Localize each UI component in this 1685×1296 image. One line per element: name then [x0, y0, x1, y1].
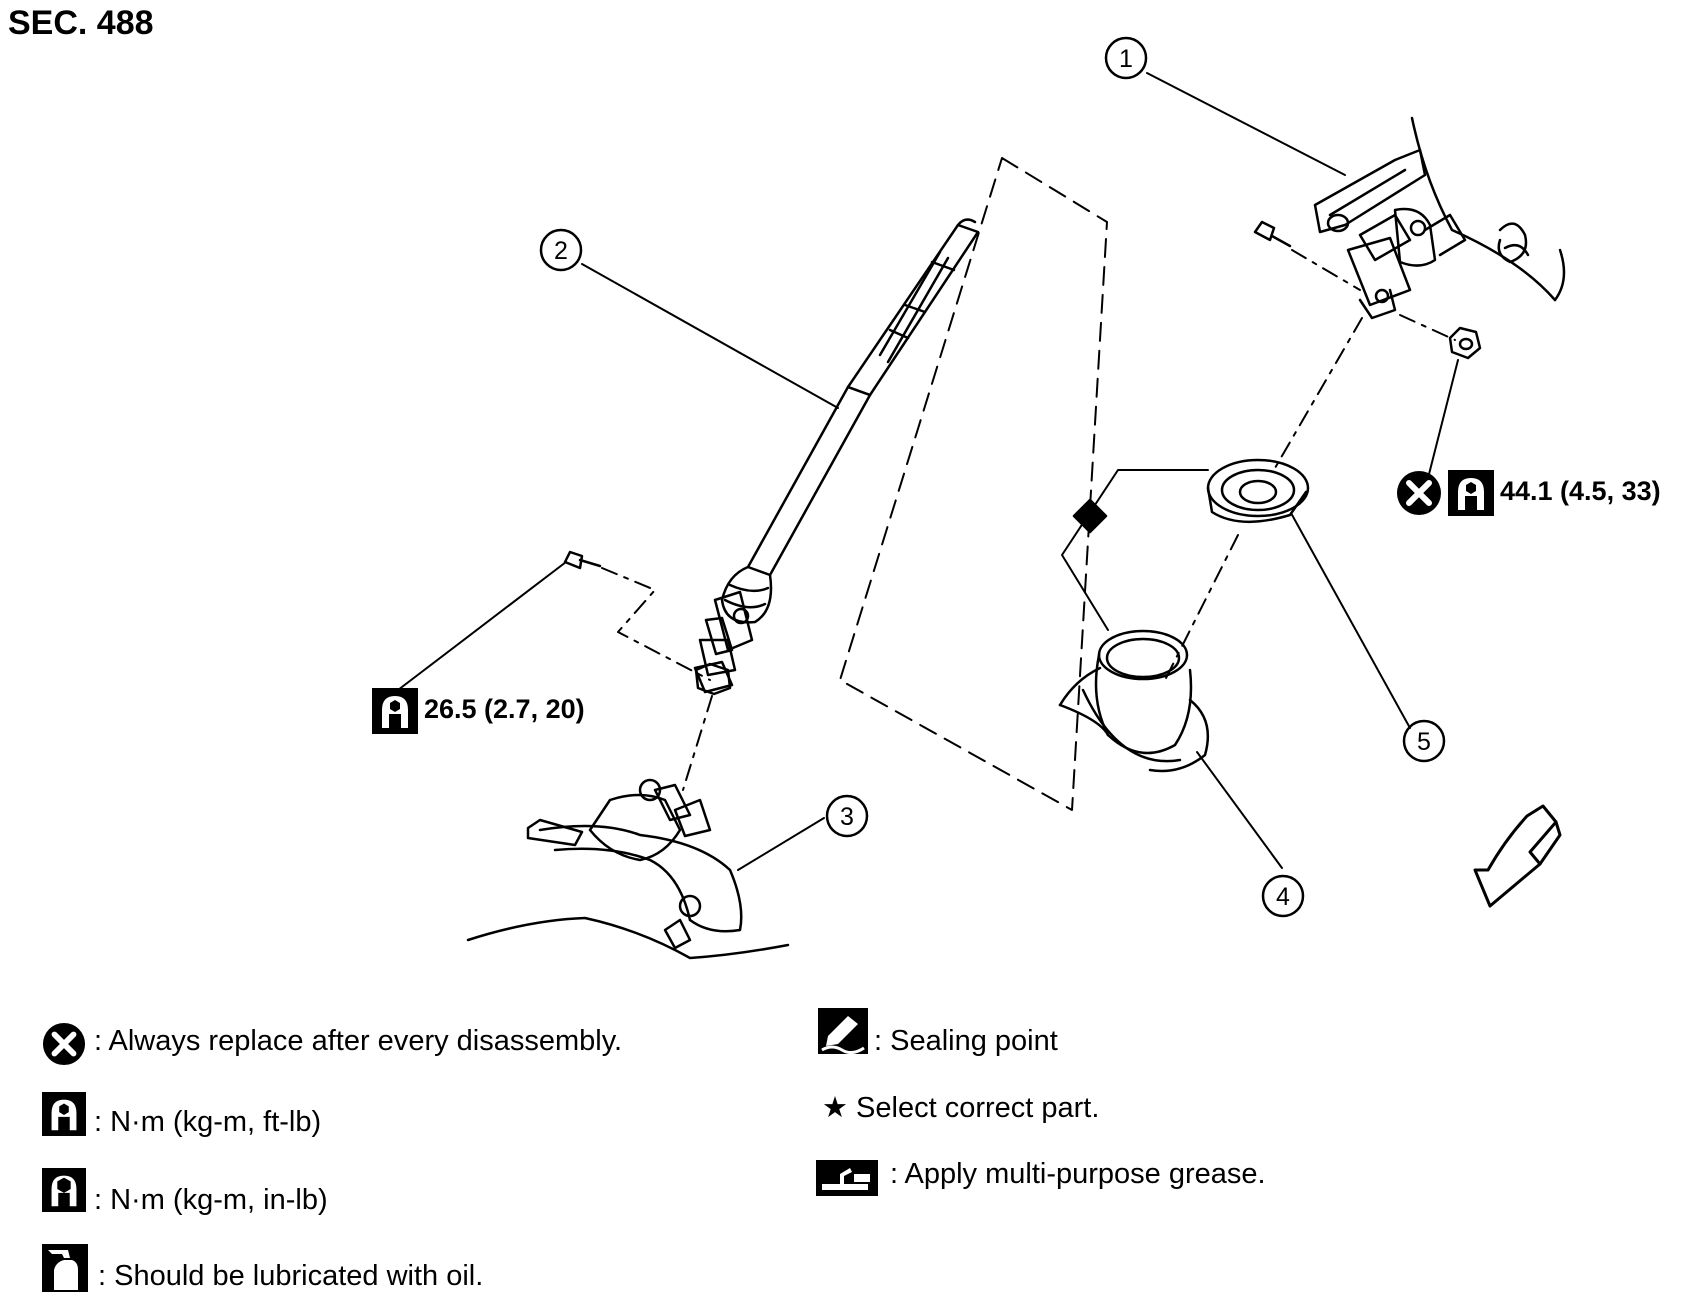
- torque-wrench-icon: [372, 688, 418, 734]
- callout-3: [825, 794, 869, 838]
- legend-grease: : Apply multi-purpose grease.: [890, 1158, 1266, 1190]
- lower-bolt: [563, 550, 602, 570]
- assembly-lines-upper: [1274, 249, 1456, 469]
- callout-1: [1104, 36, 1148, 80]
- assembly-line-shaft-gear: [682, 695, 713, 791]
- torque-lower-bolt: 26.5 (2.7, 20): [424, 694, 585, 724]
- callout-5-label: 5: [1417, 728, 1431, 756]
- lower-shaft: [693, 218, 980, 696]
- grease-gun-icon: [816, 1160, 878, 1196]
- legend-nm-ftlb: : N·m (kg-m, ft-lb): [94, 1106, 322, 1138]
- upper-column-joint: [1253, 116, 1566, 360]
- callout-1-label: 1: [1119, 45, 1133, 73]
- callout-4-label: 4: [1276, 883, 1290, 911]
- shaft-assembly-boundary: [839, 157, 1108, 811]
- callout-3-label: 3: [840, 803, 854, 831]
- legend-oil: : Should be lubricated with oil.: [98, 1260, 484, 1292]
- legend-select: ★ Select correct part.: [822, 1092, 1100, 1124]
- legend-replace: : Always replace after every disassembly…: [94, 1025, 623, 1057]
- torque-wrench-icon: [42, 1092, 86, 1136]
- legend-sealing: : Sealing point: [874, 1025, 1058, 1057]
- callout-2-label: 2: [554, 237, 568, 265]
- callout-4: [1261, 874, 1305, 918]
- replace-x-icon: [42, 1022, 86, 1066]
- torque-wrench-icon: [1448, 470, 1494, 516]
- torque-upper-nut: 44.1 (4.5, 33): [1500, 476, 1661, 506]
- section-label: SEC. 488: [8, 4, 154, 42]
- leader-lines: [397, 72, 1459, 871]
- callout-markers: [539, 36, 1446, 918]
- steering-gear: [466, 778, 790, 960]
- hole-cover: [1058, 629, 1210, 773]
- oil-can-icon: [42, 1244, 88, 1292]
- column-seal: [1206, 458, 1310, 523]
- sealing-point-icon: [818, 1008, 868, 1054]
- grease-bracket: [1061, 469, 1209, 631]
- assembly-line-lower-bolt: [601, 567, 711, 681]
- callout-2: [539, 228, 583, 272]
- legend-nm-inlb: : N·m (kg-m, in-lb): [94, 1184, 328, 1216]
- assembly-lines-seal: [1164, 534, 1239, 681]
- torque-wrench-filled-icon: [42, 1168, 86, 1212]
- callout-5: [1402, 719, 1446, 763]
- replace-x-icon: [1397, 471, 1441, 515]
